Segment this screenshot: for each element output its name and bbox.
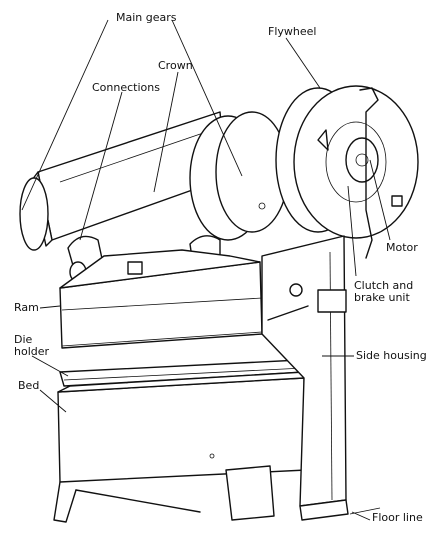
label-crown: Crown	[158, 59, 193, 72]
label-motor: Motor	[386, 241, 418, 254]
left-main-gear	[19, 177, 49, 251]
label-floor-line: Floor line	[372, 511, 423, 524]
right-main-gear	[189, 111, 289, 241]
base	[53, 465, 381, 523]
side-housing	[261, 235, 347, 507]
label-flywheel: Flywheel	[268, 25, 317, 38]
label-bed: Bed	[18, 379, 40, 392]
label-main-gears: Main gears	[116, 11, 177, 24]
label-die-holder: Die holder	[14, 333, 50, 358]
ram	[59, 249, 263, 349]
label-ram: Ram	[14, 301, 39, 314]
flywheel	[275, 85, 419, 259]
label-clutch-brake-unit: Clutch and brake unit	[354, 279, 414, 304]
leader-lines	[21, 19, 391, 521]
label-side-housing: Side housing	[356, 349, 427, 362]
label-connections: Connections	[92, 81, 160, 94]
